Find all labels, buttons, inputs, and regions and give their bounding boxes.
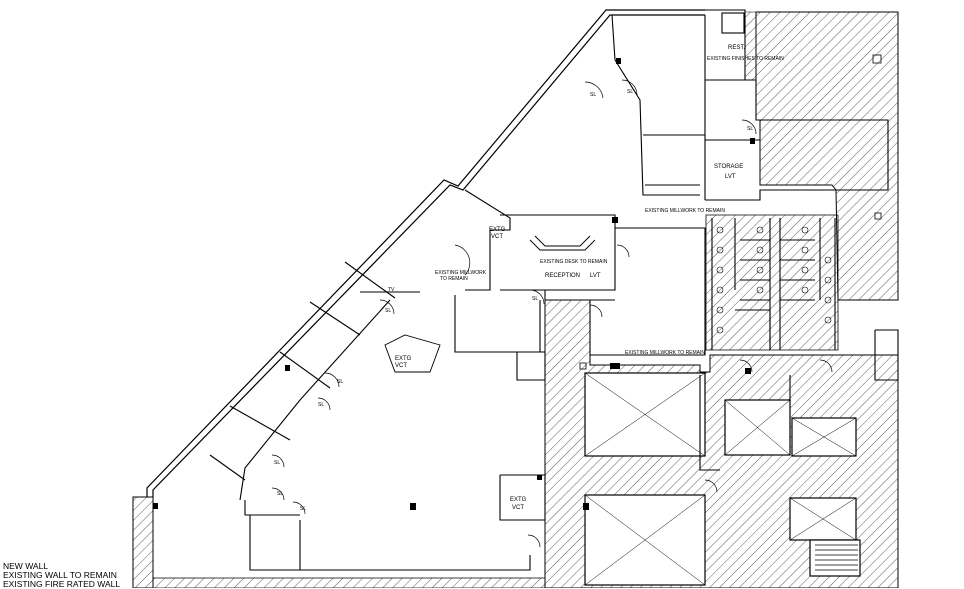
door-tag: SL <box>318 402 324 408</box>
rest-label: REST. <box>728 45 745 51</box>
legend: NEW WALL EXISTING WALL TO REMAIN EXISTIN… <box>3 562 120 589</box>
hatch-bottom-strip <box>152 577 546 588</box>
core-room-diagonals <box>584 372 857 586</box>
hatch-restroom-core <box>705 214 839 351</box>
existing-millwork-top-label: EXISTING MILLWORK TO REMAIN <box>645 208 725 214</box>
legend-existing-wall: EXISTING WALL TO REMAIN <box>3 570 117 580</box>
hatch-upper-rest <box>744 11 757 81</box>
door-tag: SL <box>337 379 343 385</box>
legend-new-wall: NEW WALL <box>3 561 49 571</box>
vct-label-1: VCT <box>491 234 503 240</box>
stair-treads <box>815 544 858 571</box>
storage-floor-label: LVT <box>725 174 736 180</box>
columns <box>153 58 755 510</box>
reception-floor-label: LVT <box>590 273 601 279</box>
extg-label-3: EXTG <box>510 497 527 503</box>
door-tag: SL <box>747 126 753 132</box>
exterior-walls <box>146 9 705 497</box>
stair <box>809 539 861 577</box>
door-swings <box>271 79 833 548</box>
door-tag: SL <box>532 296 538 302</box>
existing-millwork-left-label-2: TO REMAIN <box>440 276 468 282</box>
existing-millwork-bottom-label: EXISTING MILLWORK TO REMAIN <box>625 350 705 356</box>
toilet-fixtures <box>716 226 832 334</box>
existing-millwork-left-label-1: EXISTING MILLWORK <box>435 270 487 276</box>
vct-label-3: VCT <box>512 505 524 511</box>
extg-vct-island <box>384 334 441 373</box>
door-tag: SL <box>590 92 596 98</box>
interior-walls <box>209 9 899 571</box>
extg-label-1: EXTG <box>489 227 506 233</box>
door-tag: SL <box>385 308 391 314</box>
legend-fire-rated-wall: EXISTING FIRE RATED WALL <box>3 579 121 589</box>
reception-desk <box>529 235 596 251</box>
vct-label-2: VCT <box>395 363 407 369</box>
tv-label: TV <box>388 287 395 293</box>
door-tag: SL <box>274 460 280 466</box>
door-tag: SL <box>300 506 306 512</box>
door-tags: SL SL SL SL SL SL SL SL SL SL <box>274 89 753 512</box>
storage-label: STORAGE <box>714 164 743 170</box>
door-tag: SL <box>627 89 633 95</box>
column-outlines <box>579 54 882 370</box>
extg-label-2: EXTG <box>395 356 412 362</box>
existing-desk-label: EXISTING DESK TO REMAIN <box>540 259 608 265</box>
door-tag: SL <box>277 491 283 497</box>
reception-label: RECEPTION <box>545 273 580 279</box>
hatch-bottom-left <box>132 496 154 588</box>
existing-finishes-label: EXISTING FINISHES TO REMAIN <box>707 56 784 62</box>
